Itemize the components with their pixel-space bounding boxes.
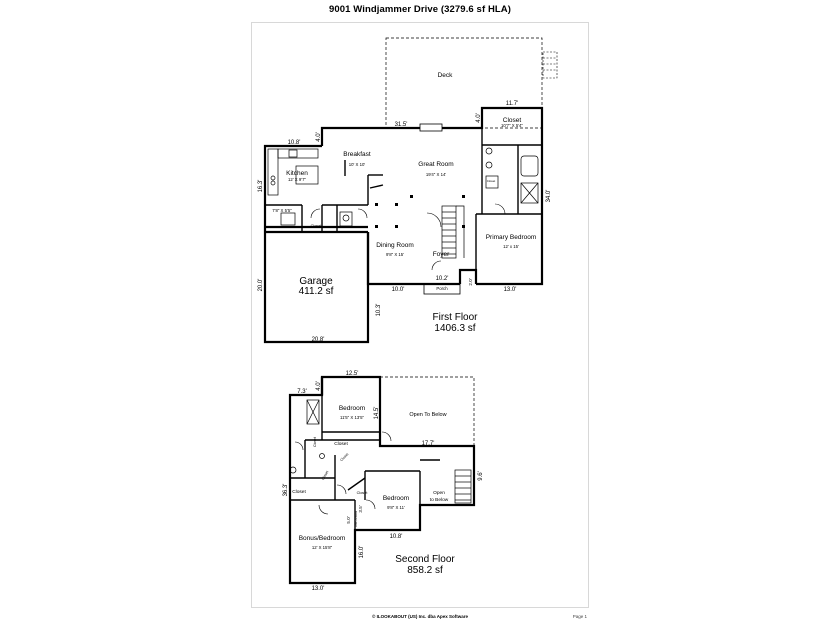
dim-2-16-0: 16.0' <box>359 546 365 559</box>
dim-2-4-0: 4.0' <box>316 381 322 391</box>
second-floor-area: 858.2 sf <box>407 565 443 576</box>
kitchen-label: Kitchen <box>286 170 308 177</box>
fireplace <box>419 123 443 132</box>
second-floor-plan <box>288 375 476 585</box>
open-to-below-label: Open To Below <box>409 412 446 418</box>
page-title: 9001 Windjammer Drive (3279.6 sf HLA) <box>328 4 512 15</box>
first-floor-area: 1406.3 sf <box>434 323 475 334</box>
laundry-dims: 7'8" X 5'5" <box>272 208 292 213</box>
dim-20-0: 20.0' <box>258 279 264 292</box>
wic-label: Closet <box>487 179 496 183</box>
closet-label: Closet <box>503 117 522 124</box>
dim-13-0: 13.0' <box>504 287 517 293</box>
page-border <box>251 22 589 608</box>
deck-stairs <box>542 51 558 79</box>
dim-31-5: 31.5' <box>395 122 408 128</box>
first-floor-name: First Floor <box>433 312 479 323</box>
open-below2-line2: to Below <box>430 497 449 503</box>
deck-outline <box>385 37 543 129</box>
bonus-bedroom-dims: 12' X 15'8" <box>312 545 333 550</box>
footer-page-number: Page 1 <box>572 614 587 619</box>
dim-10-2: 10.2' <box>436 276 449 282</box>
dim-2-0: 2.0' <box>468 278 473 285</box>
dining-room-label: Dining Room <box>376 242 414 249</box>
upper-stairs <box>454 469 472 504</box>
small-closet-label: Closet <box>311 224 323 228</box>
bedroom2-dims: 9'8" X 11' <box>387 505 405 510</box>
dim-2-5-0: 5.0' <box>346 516 351 523</box>
closet2-label: Closet <box>292 489 306 495</box>
first-floor-interior-walls <box>265 128 542 284</box>
dim-2-10-8: 10.8' <box>390 534 403 540</box>
closet3-label: Closet <box>357 491 369 495</box>
first-floor-walls <box>263 106 544 344</box>
second-floor-walls <box>288 375 476 585</box>
kitchen-dims: 12' X 9'7" <box>288 177 306 182</box>
dim-2-9-6: 9.6' <box>478 471 484 481</box>
first-floor-doors <box>310 203 506 271</box>
bonus-bedroom-label: Bonus/Bedroom <box>299 535 346 542</box>
closet1-label: Closet <box>334 441 348 447</box>
main-stairs <box>441 205 465 259</box>
dim-2-7-3: 7.3' <box>297 389 307 395</box>
open-below2-line1: Open <box>433 490 445 496</box>
dim-16-3: 16.3' <box>258 180 264 193</box>
porch-label: Porch <box>436 286 448 291</box>
kitchen-counters <box>267 148 319 196</box>
great-room-dims: 19'4" X 14' <box>426 172 447 177</box>
dim-20-8: 20.8' <box>312 337 325 343</box>
great-room-label: Great Room <box>418 161 453 168</box>
dim-34-0: 34.0' <box>546 190 552 203</box>
bedroom2-label: Bedroom <box>383 495 409 502</box>
dim-10-0: 10.0' <box>392 287 405 293</box>
dim-2-12-5: 12.5' <box>346 371 359 377</box>
primary-bedroom-dims: 12' x 15' <box>503 244 519 249</box>
closet5-label: Closet <box>339 452 349 462</box>
second-floor-name: Second Floor <box>395 554 455 565</box>
second-floor-fixtures <box>289 399 325 474</box>
dim-2-17-7: 17.7' <box>422 441 435 447</box>
dim-2-3-5: 3.5' <box>358 505 363 512</box>
second-floor-interior-walls <box>290 395 440 530</box>
closet6-label: Closet <box>321 470 329 481</box>
dim-4-0b: 4.0' <box>316 132 322 142</box>
footer-copyright: © ILOOKABOUT (US) Inc. dba Apex Software <box>372 614 468 619</box>
garage-area: 411.2 sf <box>299 286 334 297</box>
attic-access-label: Attic Access <box>354 510 358 527</box>
dim-10-8: 10.8' <box>288 140 301 146</box>
dim-4-0a: 4.0' <box>476 113 482 123</box>
garage-label: Garage <box>299 276 333 287</box>
first-floor-plan <box>263 37 558 344</box>
dining-room-dims: 9'8" X 15' <box>386 252 404 257</box>
dim-11-7: 11.7' <box>506 101 518 107</box>
foyer-label: Foyer <box>433 251 450 258</box>
dim-2-13-0: 13.0' <box>312 586 325 592</box>
primary-bath-fixtures <box>280 147 539 227</box>
columns <box>375 195 465 228</box>
porch-outline <box>423 283 461 295</box>
deck-label: Deck <box>438 72 454 79</box>
second-floor-doors <box>294 431 392 515</box>
breakfast-dims: 10' X 10' <box>349 162 366 167</box>
closet4-label: Closet <box>313 437 317 447</box>
breakfast-label: Breakfast <box>343 151 371 158</box>
primary-bedroom-label: Primary Bedroom <box>486 234 537 241</box>
closet-dims: 10'7" X 5'4" <box>501 123 523 128</box>
bedroom1-dims: 11'5" X 13'5" <box>340 415 364 420</box>
dim-2-14-5: 14.5' <box>374 407 380 420</box>
dim-10-3: 10.3' <box>376 304 382 317</box>
bedroom1-label: Bedroom <box>339 405 365 412</box>
dim-2-36-3: 36.3' <box>283 484 289 497</box>
